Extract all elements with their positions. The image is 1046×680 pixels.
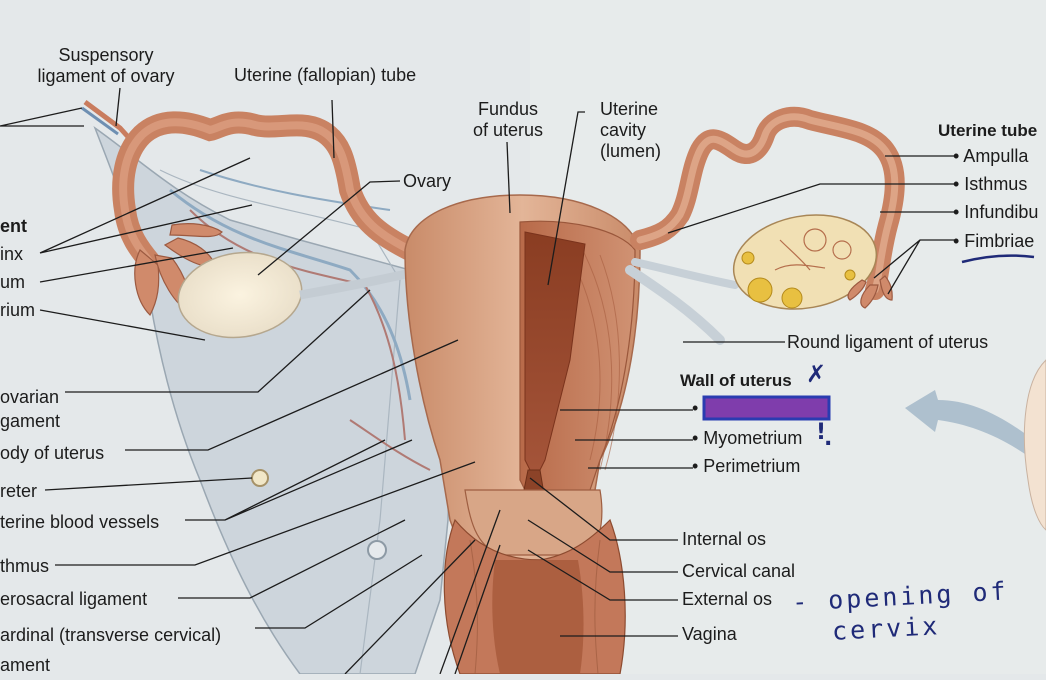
label-uterine-blood-vessels: terine blood vessels [0, 512, 160, 532]
left-fimbriae [134, 223, 223, 316]
label-uterine-cavity: Uterine cavity (lumen) [600, 99, 662, 161]
label-isthmus-right: • Isthmus [953, 174, 1028, 194]
label-round-ligament: Round ligament of uterus [787, 332, 989, 352]
right-fimbriae [847, 275, 893, 309]
label-partial-inx: inx [0, 244, 24, 264]
label-isthmus-left: thmus [0, 556, 50, 576]
blood-vessel-4 [349, 419, 431, 471]
label-suspensory-ligament: Suspensory ligament of ovary [37, 45, 175, 86]
ovary-detail [774, 228, 852, 271]
label-uterine-tube: Uterine (fallopian) tube [234, 65, 417, 85]
background-figure [1023, 359, 1046, 531]
label-external-os: External os [682, 589, 773, 609]
right-ovarian-ligament [631, 258, 739, 289]
tick-mark: . [824, 426, 833, 451]
broad-ligament-fold [159, 169, 401, 674]
label-infundibulum: • Infundibu [953, 202, 1039, 222]
leader-lines-left [0, 87, 585, 674]
handwritten-note-line2: cervix [831, 611, 941, 646]
label-partial-ent: ent [0, 216, 27, 236]
label-hidden-bullet: • [692, 398, 699, 418]
label-ampulla: • Ampulla [953, 146, 1029, 166]
label-body-of-uterus: ody of uterus [0, 443, 105, 463]
label-wall-of-uterus: Wall of uterus [680, 371, 792, 390]
label-cervical-canal: Cervical canal [682, 561, 796, 581]
label-ovary: Ovary [403, 171, 452, 191]
label-internal-os: Internal os [682, 529, 767, 549]
label-fundus: Fundus of uterus [472, 99, 544, 140]
label-perimetrium: • Perimetrium [692, 456, 801, 476]
label-ureter: reter [0, 481, 38, 501]
background-arrow [905, 390, 1046, 470]
exclaim-mark: ! [816, 420, 827, 445]
label-partial-rium: rium [0, 300, 35, 320]
label-myometrium: • Myometrium [692, 428, 803, 448]
fimbriae-underline [961, 254, 1035, 264]
label-partial-um: um [0, 272, 26, 292]
leader-lines-right [527, 155, 955, 637]
round-ligament-right [625, 265, 725, 345]
label-vagina: Vagina [682, 624, 737, 644]
label-cardinal-ligament: ardinal (transverse cervical) ament [0, 625, 222, 675]
label-fimbriae: • Fimbriae [953, 231, 1035, 251]
ovarian-follicles [741, 251, 856, 309]
blood-vessel-1 [169, 188, 412, 401]
ureter-cross-section [251, 469, 269, 487]
left-ovary [177, 251, 303, 339]
ovarian-ligament [299, 267, 417, 300]
label-uterine-tube-heading: Uterine tube [938, 121, 1038, 140]
uterine-cavity [524, 231, 586, 482]
label-partial-ovarian-ligament: ovarian gament [0, 387, 61, 431]
hidden-label-highlight [702, 395, 831, 421]
star-mark-icon: ✗ [806, 360, 827, 388]
vagina-lumen [492, 560, 584, 674]
cervix [464, 489, 603, 556]
label-uterosacral-ligament: erosacral ligament [0, 589, 148, 609]
